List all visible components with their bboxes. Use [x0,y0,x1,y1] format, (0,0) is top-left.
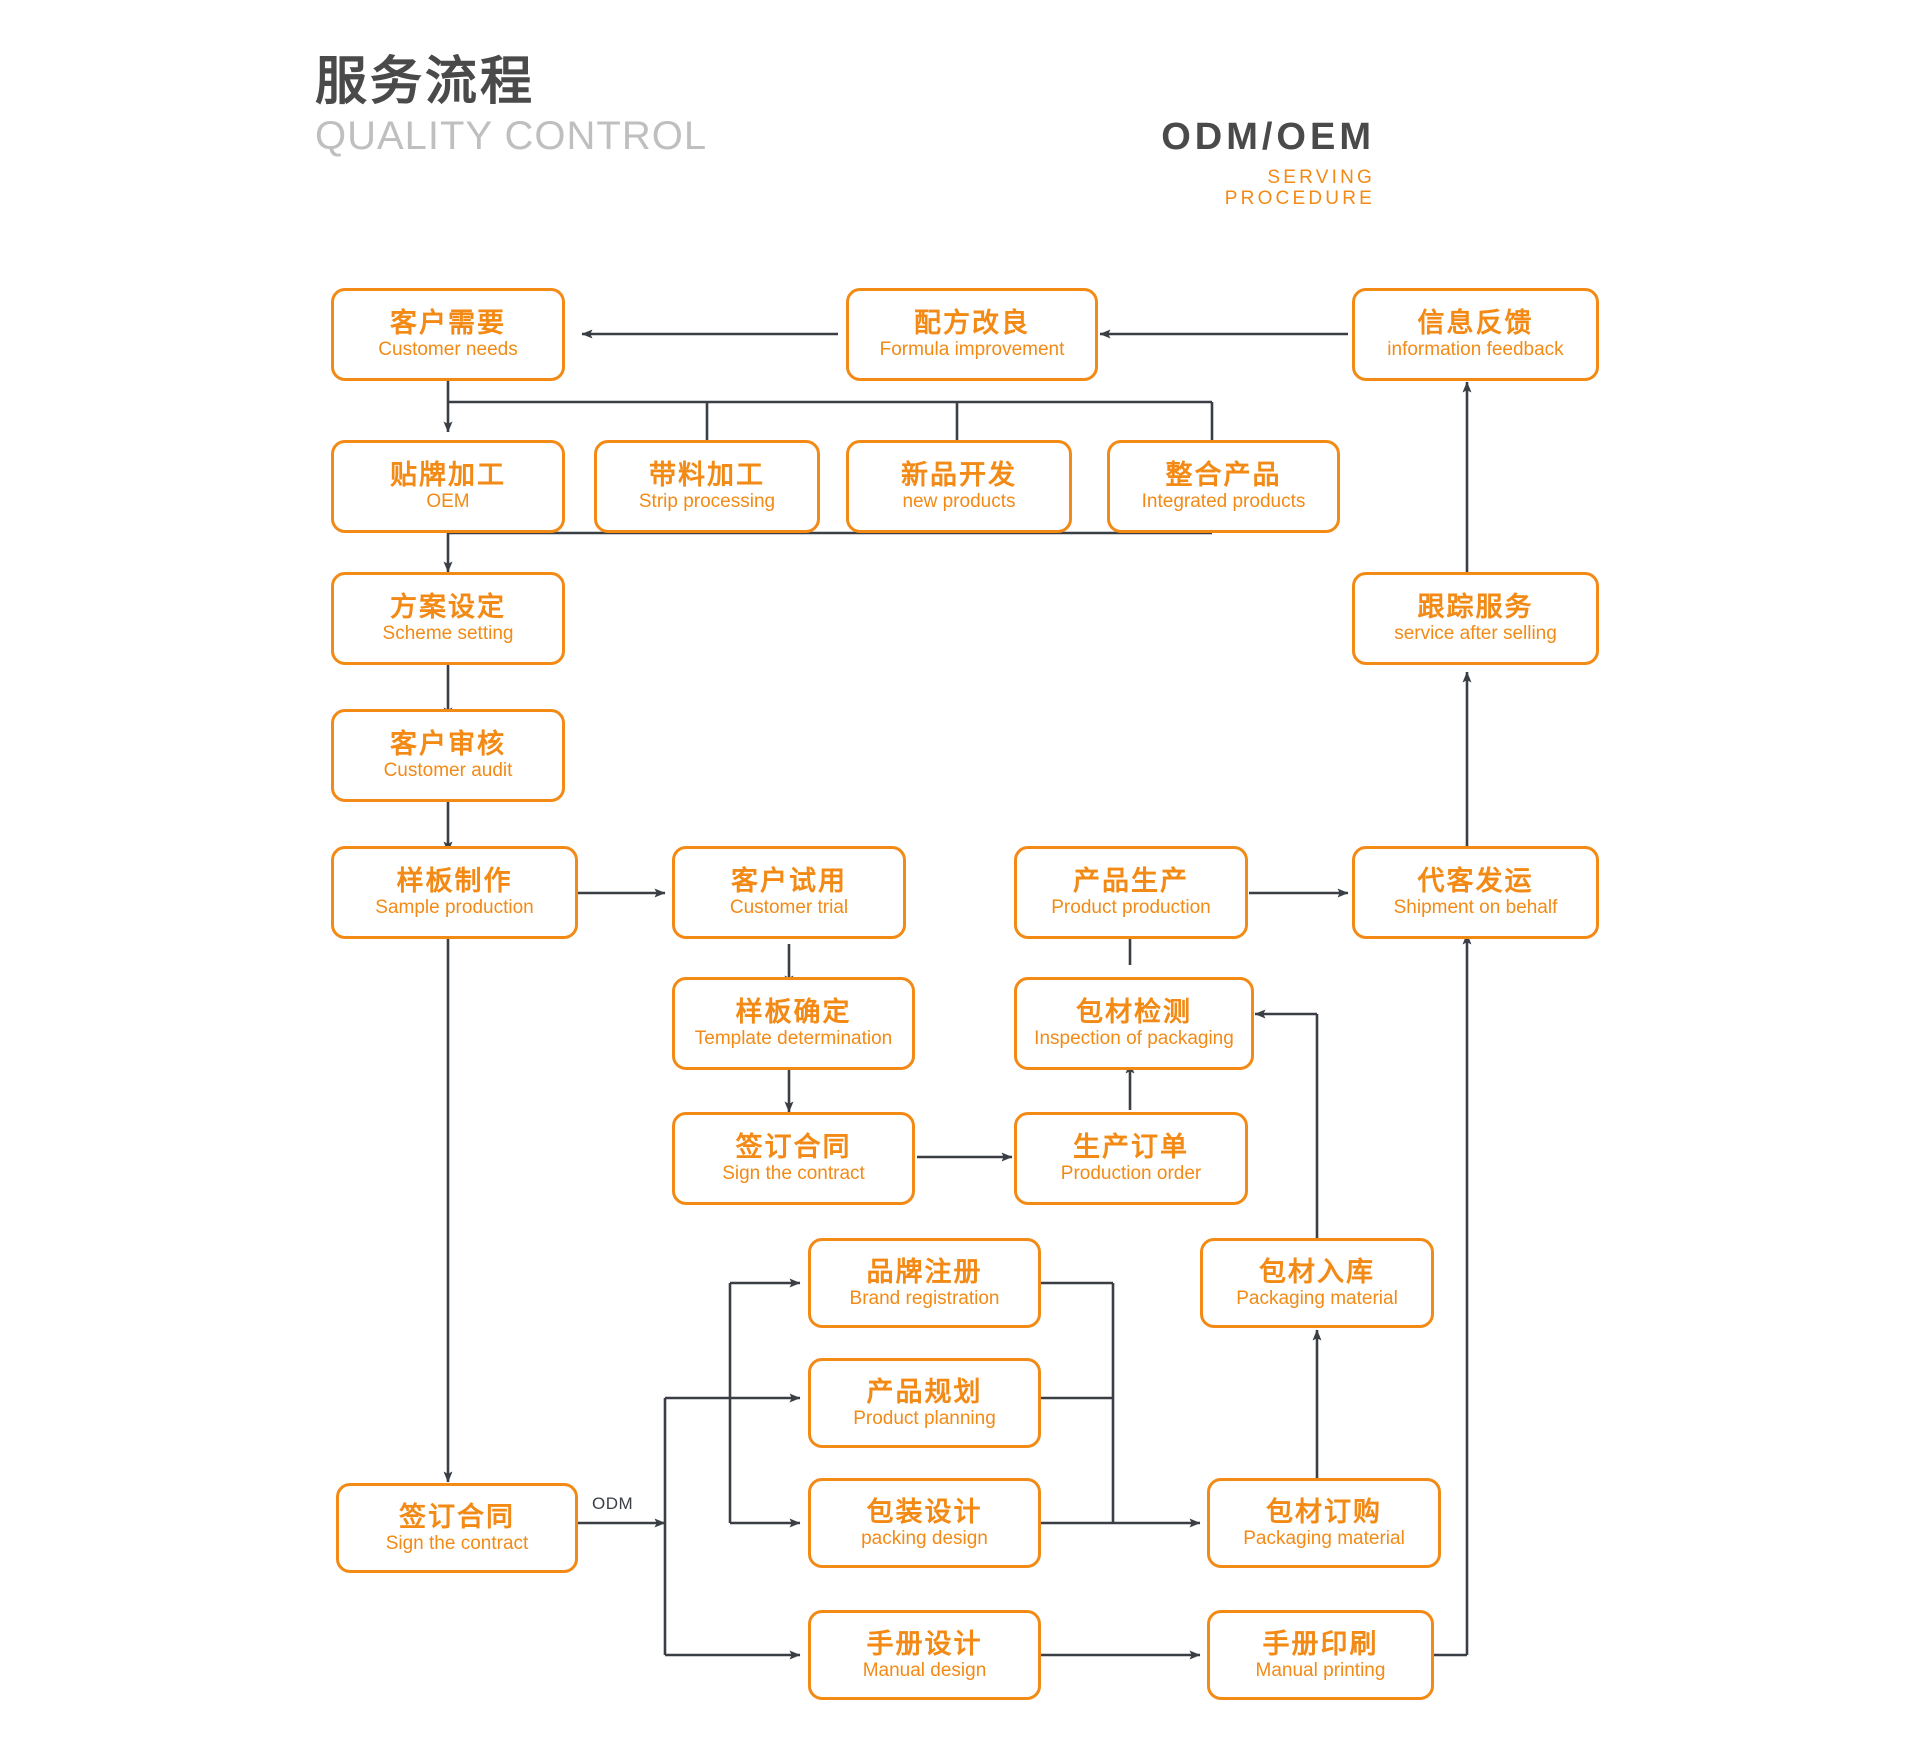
node-label-en: new products [902,491,1016,513]
node-label-cn: 整合产品 [1165,460,1282,491]
node-label-cn: 方案设定 [390,592,506,623]
node-label-cn: 代客发运 [1417,866,1534,897]
node-label-cn: 带料加工 [649,460,765,491]
node-formula-improvement[interactable]: 配方改良 Formula improvement [846,288,1098,381]
node-product-planning[interactable]: 产品规划 Product planning [808,1358,1041,1448]
node-label-en: packing design [861,1527,988,1549]
node-label-en: Manual design [862,1659,987,1681]
node-label-cn: 手册印刷 [1262,1628,1379,1659]
node-oem[interactable]: 贴牌加工 OEM [331,440,565,533]
node-label-cn: 信息反馈 [1417,308,1534,339]
header-left: 服务流程 QUALITY CONTROL [315,55,707,158]
node-label-en: service after selling [1394,623,1557,645]
node-label-en: Sample production [375,897,534,919]
node-label-cn: 配方改良 [914,308,1030,339]
node-label-cn: 样板制作 [396,866,513,897]
node-customer-trial[interactable]: 客户试用 Customer trial [672,846,906,939]
node-sign-the-contract-mid[interactable]: 签订合同 Sign the contract [672,1112,915,1205]
node-customer-needs[interactable]: 客户需要 Customer needs [331,288,565,381]
node-label-cn: 手册设计 [866,1628,983,1659]
node-label-cn: 包材检测 [1076,997,1192,1028]
node-label-cn: 包材入库 [1259,1256,1375,1287]
node-label-en: Scheme setting [382,623,514,645]
header-right-subtitle: SERVING PROCEDURE [1224,166,1375,209]
node-packing-design[interactable]: 包装设计 packing design [808,1478,1041,1568]
header-right: ODM/OEM SERVING PROCEDURE [1161,116,1920,210]
node-inspection-of-packaging[interactable]: 包材检测 Inspection of packaging [1014,977,1254,1070]
node-label-en: Shipment on behalf [1393,897,1558,919]
node-label-en: Customer trial [729,897,849,919]
node-production-order[interactable]: 生产订单 Production order [1014,1112,1248,1205]
node-label-cn: 产品生产 [1073,866,1189,897]
node-label-en: Formula improvement [879,339,1065,361]
node-label-en: Integrated products [1141,491,1306,513]
node-label-en: Strip processing [638,491,776,513]
node-label-cn: 样板确定 [735,997,852,1028]
node-product-production[interactable]: 产品生产 Product production [1014,846,1248,939]
node-label-en: Manual printing [1255,1659,1386,1681]
header-right-title: ODM/OEM [1161,116,1375,158]
node-label-cn: 客户审核 [390,729,506,760]
node-label-en: Product production [1051,897,1211,919]
node-label-en: Customer audit [383,760,513,782]
node-packaging-material-order[interactable]: 包材订购 Packaging material [1207,1478,1441,1568]
node-label-en: information feedback [1387,339,1564,361]
node-label-en: Production order [1060,1163,1202,1185]
node-scheme-setting[interactable]: 方案设定 Scheme setting [331,572,565,665]
node-new-products[interactable]: 新品开发 new products [846,440,1072,533]
node-label-cn: 包装设计 [866,1496,983,1527]
node-sample-production[interactable]: 样板制作 Sample production [331,846,578,939]
node-customer-audit[interactable]: 客户审核 Customer audit [331,709,565,802]
node-information-feedback[interactable]: 信息反馈 information feedback [1352,288,1599,381]
node-label-en: Product planning [853,1407,996,1429]
node-label-cn: 产品规划 [866,1376,983,1407]
edge-label-odm: ODM [592,1494,634,1513]
node-label-en: Sign the contract [385,1532,529,1554]
node-label-en: OEM [426,491,470,513]
node-service-after-selling[interactable]: 跟踪服务 service after selling [1352,572,1599,665]
node-label-en: Template determination [694,1028,893,1050]
node-manual-printing[interactable]: 手册印刷 Manual printing [1207,1610,1434,1700]
node-label-cn: 签订合同 [399,1501,515,1532]
node-label-cn: 包材订购 [1266,1496,1382,1527]
node-sign-the-contract-bottom[interactable]: 签订合同 Sign the contract [336,1483,578,1573]
node-label-en: Inspection of packaging [1034,1028,1234,1050]
node-label-cn: 客户需要 [390,308,506,339]
node-label-en: Packaging material [1236,1287,1398,1309]
node-label-en: Sign the contract [722,1163,865,1185]
node-label-en: Brand registration [849,1287,1000,1309]
node-strip-processing[interactable]: 带料加工 Strip processing [594,440,820,533]
node-label-cn: 新品开发 [901,460,1017,491]
node-manual-design[interactable]: 手册设计 Manual design [808,1610,1041,1700]
node-label-cn: 生产订单 [1073,1132,1189,1163]
node-shipment-on-behalf[interactable]: 代客发运 Shipment on behalf [1352,846,1599,939]
page-subtitle: QUALITY CONTROL [315,113,708,158]
node-label-cn: 品牌注册 [866,1256,983,1287]
page-title: 服务流程 [315,53,536,111]
node-brand-registration[interactable]: 品牌注册 Brand registration [808,1238,1041,1328]
node-label-cn: 签订合同 [735,1132,852,1163]
node-label-cn: 客户试用 [731,866,847,897]
node-template-determination[interactable]: 样板确定 Template determination [672,977,915,1070]
node-label-cn: 跟踪服务 [1417,592,1534,623]
node-integrated-products[interactable]: 整合产品 Integrated products [1107,440,1340,533]
node-label-en: Customer needs [378,339,518,361]
node-packaging-material-in-stock[interactable]: 包材入库 Packaging material [1200,1238,1434,1328]
node-label-cn: 贴牌加工 [390,460,506,491]
node-label-en: Packaging material [1243,1527,1405,1549]
